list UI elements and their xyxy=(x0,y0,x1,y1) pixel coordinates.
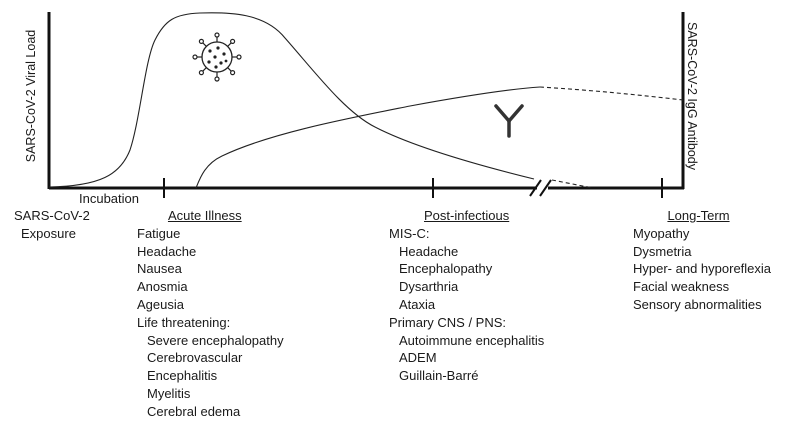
long-term-column: Long-Term Myopathy Dysmetria Hyper- and … xyxy=(626,207,771,314)
post-infectious-column: Post-infectious MIS-C: Headache Encephal… xyxy=(389,207,544,385)
symptom-item: Facial weakness xyxy=(633,279,730,295)
symptom-item: Dysarthria xyxy=(399,279,459,295)
symptom-item: Headache xyxy=(399,243,459,259)
exposure-label-line1: SARS-CoV-2 xyxy=(14,208,90,223)
axis-break-mark xyxy=(529,179,542,197)
symptom-item: Myelitis xyxy=(147,385,191,401)
mis-c-label: MIS-C: xyxy=(389,225,430,241)
left-axis-label: SARS-CoV-2 Viral Load xyxy=(24,29,38,163)
virus-icon xyxy=(192,32,242,82)
symptom-item: ADEM xyxy=(399,350,437,366)
antibody-curve xyxy=(195,86,541,189)
acute-illness-column: Acute Illness Fatigue Headache Nausea An… xyxy=(126,207,284,421)
symptom-item: Sensory abnormalities xyxy=(633,296,762,312)
viral-load-curve xyxy=(48,12,535,188)
symptom-item: Cerebrovascular xyxy=(147,350,243,366)
axis-break-mark xyxy=(539,179,552,197)
symptom-item: Myopathy xyxy=(633,225,690,241)
antibody-icon xyxy=(494,104,524,138)
acute-illness-heading: Acute Illness xyxy=(167,208,242,223)
symptom-item: Fatigue xyxy=(137,225,181,241)
symptom-item: Hyper- and hyporeflexia xyxy=(633,261,772,277)
symptom-item: Anosmia xyxy=(137,279,188,295)
life-threatening-label: Life threatening: xyxy=(137,314,231,330)
long-term-heading: Long-Term xyxy=(667,208,730,223)
symptom-item: Cerebral edema xyxy=(147,403,241,419)
symptom-item: Nausea xyxy=(137,261,182,277)
exposure-label-line2: Exposure xyxy=(21,226,76,241)
incubation-label: Incubation xyxy=(79,191,139,206)
symptom-item: Autoimmune encephalitis xyxy=(399,332,545,348)
primary-cns-pns-label: Primary CNS / PNS: xyxy=(389,314,507,330)
post-infectious-heading: Post-infectious xyxy=(423,208,510,223)
symptom-item: Encephalitis xyxy=(147,368,218,384)
symptom-item: Dysmetria xyxy=(633,243,692,259)
symptom-item: Ageusia xyxy=(137,296,184,312)
symptom-item: Ataxia xyxy=(399,296,436,312)
symptom-item: Headache xyxy=(137,243,197,259)
symptom-item: Severe encephalopathy xyxy=(147,332,284,348)
right-axis-label: SARS-CoV-2 IgG Antibody xyxy=(685,22,699,170)
symptom-item: Encephalopathy xyxy=(399,261,493,277)
antibody-curve-dashed xyxy=(539,86,684,101)
symptom-item: Guillain-Barré xyxy=(399,368,479,384)
